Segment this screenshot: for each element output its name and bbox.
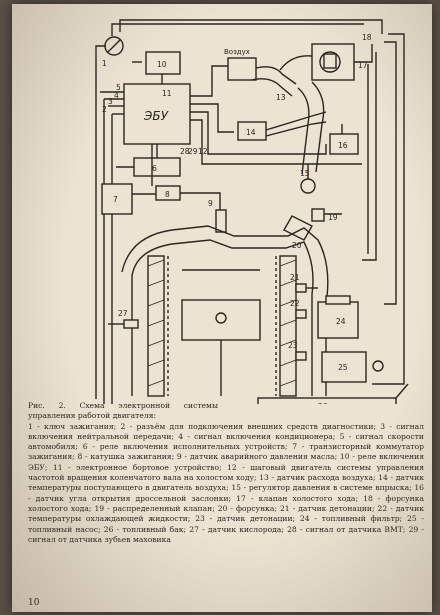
callout-9: 9	[208, 199, 213, 208]
callout-16: 16	[338, 141, 348, 150]
engine-control-diagram: ЭБУ Воздух 1 2 3 4 5 6 7 8 9 10 11 12 13…	[95, 19, 409, 404]
callout-14: 14	[246, 128, 256, 137]
ecu-box	[123, 83, 191, 145]
caption-body: 1 - ключ зажигания; 2 - разъём для подкл…	[28, 421, 424, 544]
callout-19: 19	[328, 213, 338, 222]
callout-27: 27	[118, 309, 128, 318]
ecu-relay-box	[145, 51, 181, 75]
callout-11: 11	[162, 89, 172, 98]
callout-7: 7	[113, 195, 118, 204]
callout-18: 18	[362, 33, 372, 42]
callout-12: 12	[198, 147, 208, 156]
document-page: ЭБУ Воздух 1 2 3 4 5 6 7 8 9 10 11 12 13…	[12, 4, 432, 612]
callout-26: 26	[318, 402, 328, 404]
callout-15: 15	[300, 169, 310, 178]
callout-3: 3	[108, 97, 113, 106]
callout-23: 23	[288, 341, 298, 350]
caption-heading: Рис. 2. Схема электронной системы управл…	[28, 401, 218, 421]
callout-29: 29	[188, 147, 198, 156]
callout-20: 20	[292, 241, 302, 250]
callout-13: 13	[276, 93, 286, 102]
piston	[181, 299, 261, 341]
callout-22: 22	[290, 299, 300, 308]
air-label: Воздух	[224, 48, 250, 56]
callout-24: 24	[336, 317, 346, 326]
page-number: 10	[28, 598, 40, 608]
callout-1: 1	[102, 59, 107, 68]
callout-28: 28	[180, 147, 190, 156]
callout-25: 25	[338, 363, 348, 372]
callout-5: 5	[116, 83, 121, 92]
callout-4: 4	[114, 91, 119, 100]
callout-17: 17	[358, 61, 368, 70]
callout-6: 6	[152, 164, 157, 173]
callout-8: 8	[165, 190, 170, 199]
callout-2: 2	[102, 105, 107, 114]
figure-caption: Рис. 2. Схема электронной системы управл…	[28, 401, 424, 545]
ecu-label: ЭБУ	[143, 109, 169, 123]
callout-21: 21	[290, 273, 300, 282]
callout-10: 10	[157, 60, 167, 69]
